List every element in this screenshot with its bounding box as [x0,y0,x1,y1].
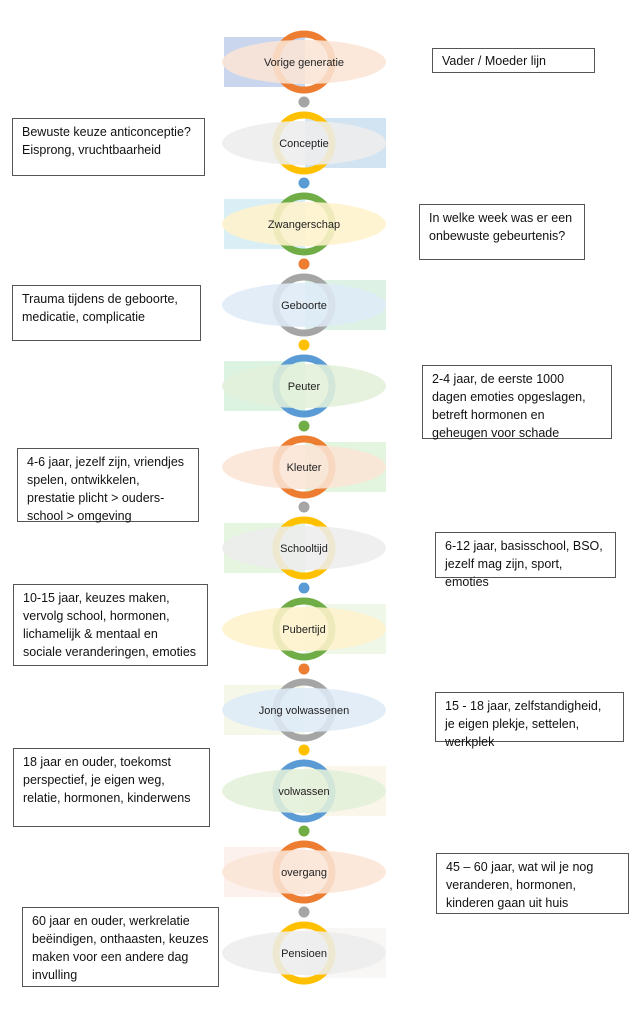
stage-ellipse [222,40,386,84]
note-peuter: 2-4 jaar, de eerste 1000 dagen emoties o… [422,365,612,440]
stage-label: volwassen [278,786,329,798]
stage-ellipse [222,121,386,165]
note-schooltijd: 6-12 jaar, basisschool, BSO, jezelf mag … [435,532,616,589]
connector-dot [298,96,310,108]
connector-dot [298,339,310,351]
stage-label: overgang [281,867,327,879]
note-jong-volwassenen: 15 - 18 jaar, zelfstandigheid, je eigen … [435,692,624,749]
connector-dot [298,420,310,432]
stage-label: Pensioen [281,948,327,960]
stage-label: Vorige generatie [264,57,344,69]
stage-ellipse [222,688,386,732]
note-pubertijd: 10-15 jaar, keuzes maken, vervolg school… [13,584,208,666]
note-pensioen: 60 jaar en ouder, werkrelatie beëindigen… [22,907,219,987]
stage-label: Schooltijd [280,543,328,555]
connector-dot [298,906,310,918]
stage-ellipse [222,850,386,894]
stage-ellipse [222,526,386,570]
stage-ellipse [222,769,386,813]
stage-ellipse [222,364,386,408]
connector-dot [298,825,310,837]
stage-label: Jong volwassenen [259,705,350,717]
stage-label: Zwangerschap [268,219,340,231]
connector-dot [298,744,310,756]
stage-label: Kleuter [287,462,322,474]
stage-ellipse [222,283,386,327]
stage-label: Pubertijd [282,624,325,636]
connector-dot [298,663,310,675]
note-zwangerschap: In welke week was er een onbewuste gebeu… [419,204,585,260]
note-volwassen: 18 jaar en ouder, toekomst perspectief, … [13,748,210,827]
note-geboorte: Trauma tijdens de geboorte, medicatie, c… [12,285,201,341]
connector-dot [298,582,310,594]
note-overgang: 45 – 60 jaar, wat wil je nog veranderen,… [436,853,629,914]
stage-ellipse [222,931,386,975]
note-conceptie: Bewuste keuze anticonceptie? Eisprong, v… [12,118,205,176]
stage-ellipse [222,445,386,489]
stage-label: Conceptie [279,138,329,150]
connector-dot [298,501,310,513]
stage-label: Peuter [288,381,321,393]
stage-ellipse [222,607,386,651]
stage-label: Geboorte [281,300,327,312]
stage-ellipse [222,202,386,246]
connector-dot [298,177,310,189]
note-vader-moeder: Vader / Moeder lijn [432,48,595,73]
note-kleuter: 4-6 jaar, jezelf zijn, vriendjes spelen,… [17,448,199,523]
connector-dot [298,258,310,270]
